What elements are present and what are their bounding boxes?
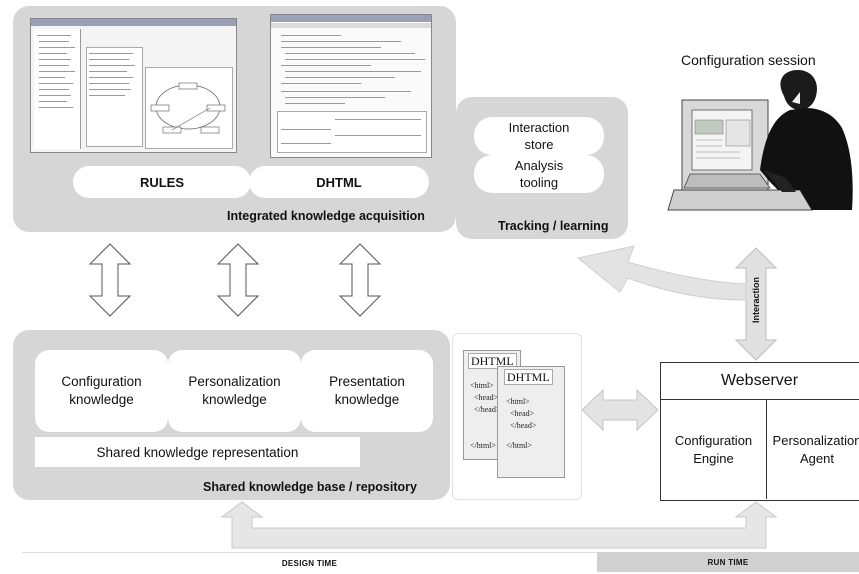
dhtml-document-front: DHTML <html> <head> </head> </html> bbox=[497, 366, 565, 478]
dhtml-doc-heading-1: DHTML bbox=[468, 353, 517, 369]
configuration-knowledge: Configuration knowledge bbox=[35, 350, 168, 432]
feedback-curve-arrow bbox=[576, 245, 747, 301]
tracking-caption: Tracking / learning bbox=[498, 219, 609, 233]
rules-editor-screenshot bbox=[30, 18, 237, 153]
personalization-agent: Personalization Agent bbox=[772, 432, 859, 466]
personalization-knowledge: Personalization knowledge bbox=[168, 350, 301, 432]
dhtml-label: DHTML bbox=[249, 166, 429, 198]
rules-label: RULES bbox=[73, 166, 251, 198]
shared-representation: Shared knowledge representation bbox=[35, 437, 360, 467]
webserver-title: Webserver bbox=[720, 372, 799, 389]
interaction-store: Interaction store bbox=[474, 117, 604, 155]
interaction-arrow bbox=[734, 247, 778, 361]
analysis-tooling: Analysis tooling bbox=[474, 155, 604, 193]
run-time-bar: RUN TIME bbox=[597, 552, 859, 572]
sync-arrow-3 bbox=[338, 243, 382, 317]
webserver-divider-h bbox=[660, 399, 859, 400]
design-time-bar: DESIGN TIME bbox=[22, 552, 597, 573]
dhtml-doc-heading-2: DHTML bbox=[504, 369, 553, 385]
presentation-knowledge: Presentation knowledge bbox=[301, 350, 433, 432]
sync-arrow-2 bbox=[216, 243, 260, 317]
interaction-label: Interaction bbox=[751, 276, 761, 324]
dhtml-editor-screenshot bbox=[270, 14, 432, 158]
design-to-run-connector bbox=[220, 501, 778, 549]
repository-caption: Shared knowledge base / repository bbox=[203, 480, 417, 494]
sync-arrow-1 bbox=[88, 243, 132, 317]
session-title: Configuration session bbox=[681, 52, 816, 68]
configuration-engine: Configuration Engine bbox=[674, 432, 753, 466]
webserver-divider-v bbox=[766, 399, 767, 499]
deploy-arrow bbox=[581, 388, 659, 432]
acquisition-caption: Integrated knowledge acquisition bbox=[227, 209, 425, 223]
webserver-box bbox=[660, 362, 859, 501]
